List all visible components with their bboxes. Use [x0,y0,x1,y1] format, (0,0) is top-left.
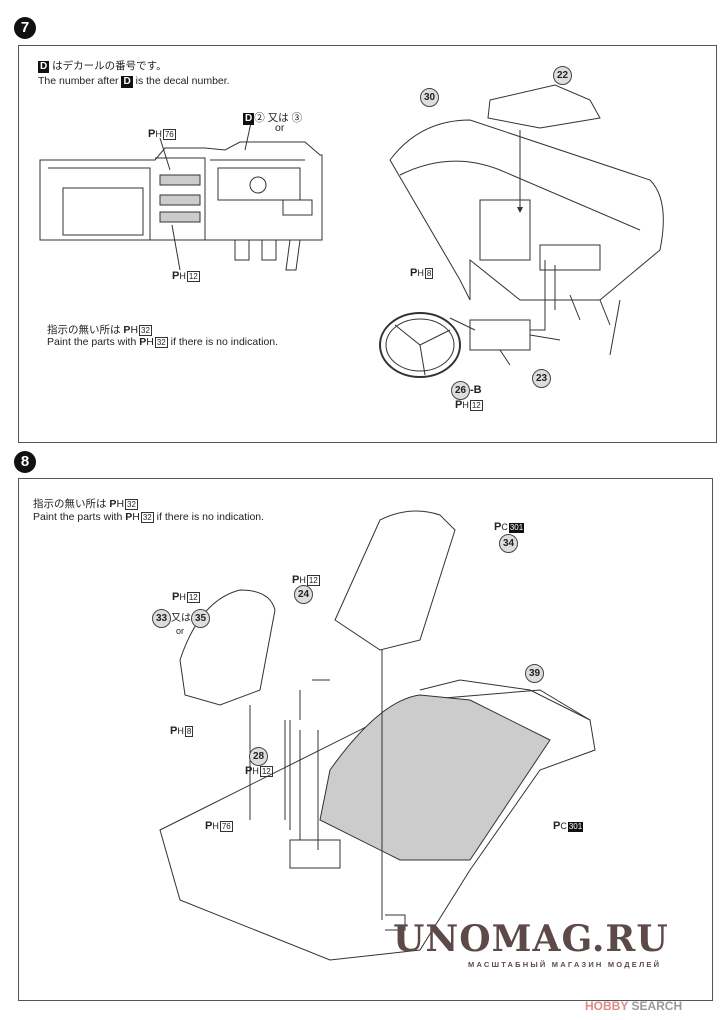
unomag-subtitle: МАСШТАБНЫЙ МАГАЗИН МОДЕЛЕЙ [468,960,662,969]
hobbysearch-watermark: HOBBY SEARCH [585,999,683,1013]
step-8-badge: 8 [14,451,36,473]
step-8-panel [18,478,713,1001]
part-24: 24 [294,585,313,604]
part-22: 22 [553,66,572,85]
decal-or: or [275,122,285,134]
part-39: 39 [525,664,544,683]
decal-note-en: The number after D is the decal number. [38,75,230,88]
or-label: or [176,626,185,636]
part-30: 30 [420,88,439,107]
part-26b: 26-B [451,380,482,400]
part-34: 34 [499,534,518,553]
step-7-panel [18,45,717,443]
unomag-watermark: UNOMAG.RU [393,918,669,960]
part-23: 23 [532,369,551,388]
decal-note-ja: D はデカールの番号です。 [38,60,167,73]
part-28: 28 [249,747,268,766]
step-7-badge: 7 [14,17,36,39]
